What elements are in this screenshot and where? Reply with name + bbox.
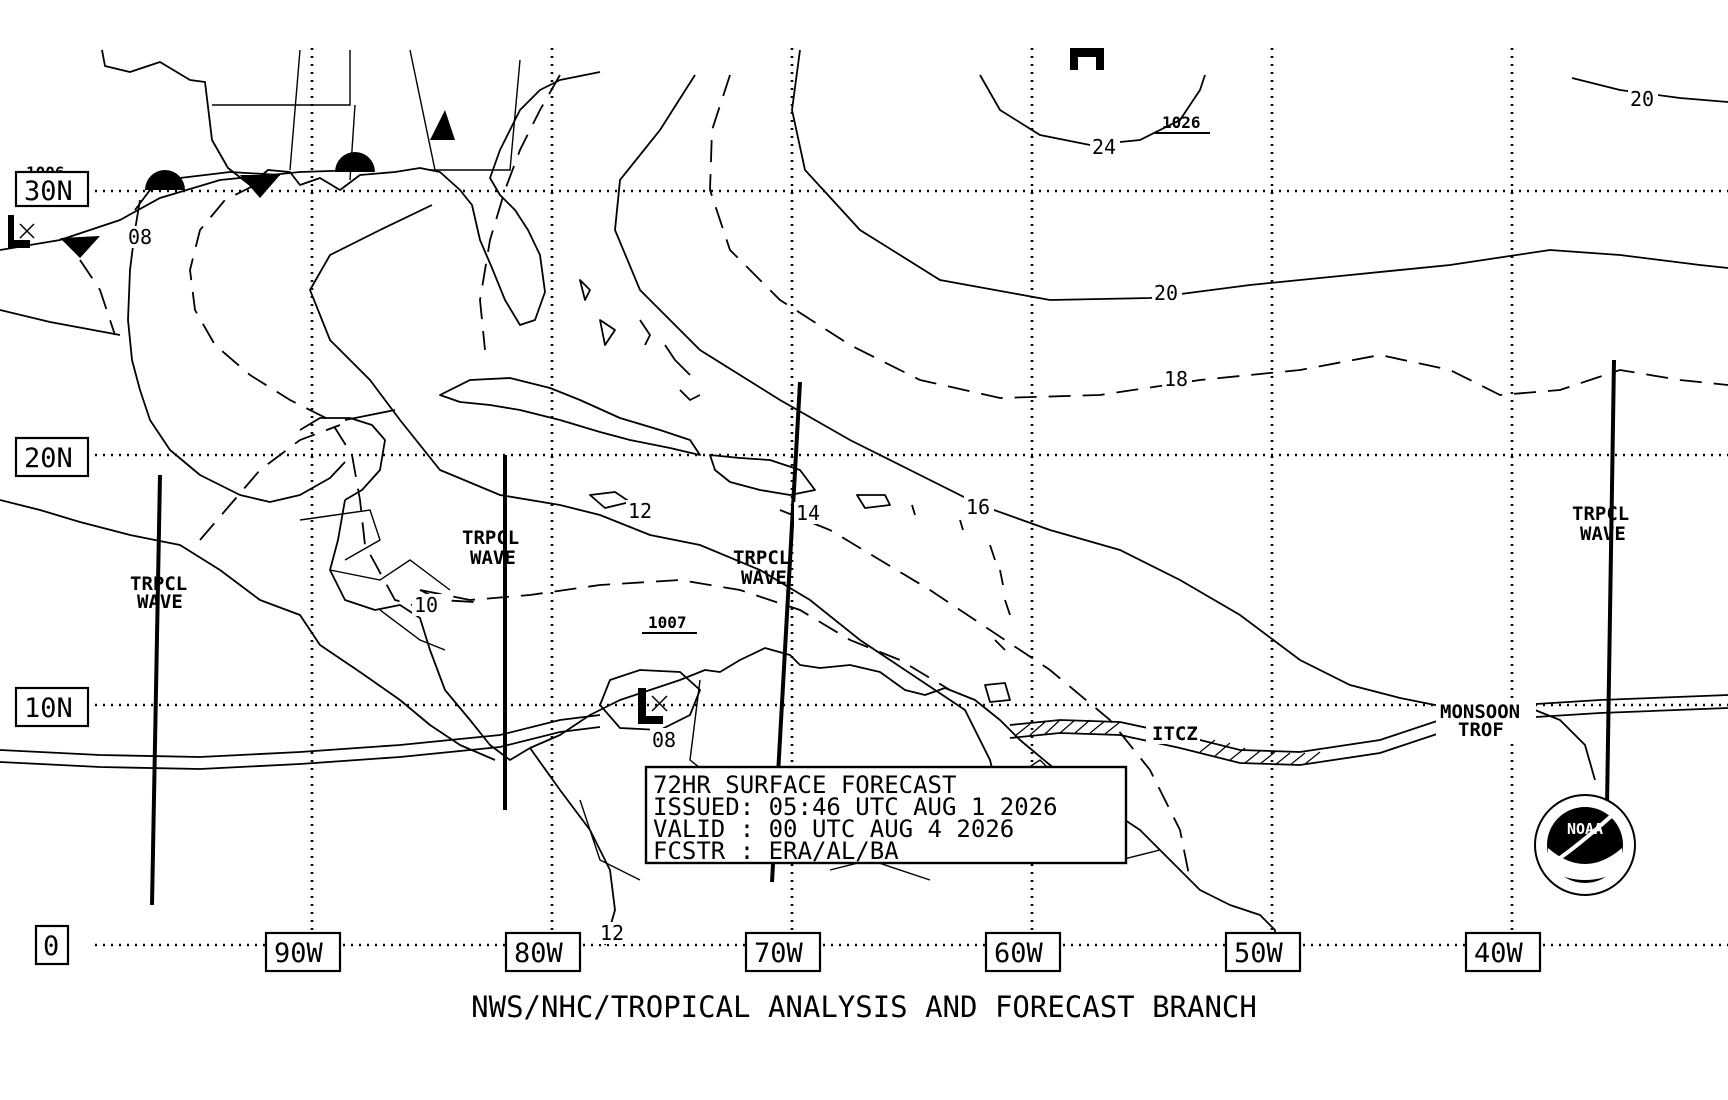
- lat-label-10n: 10N: [24, 693, 73, 724]
- feature-labels: TRPCL WAVE TRPCL WAVE TRPCL WAVE TRPCL W…: [130, 503, 1629, 745]
- noaa-logo-text: NOAA: [1567, 820, 1603, 838]
- itcz-trough: [0, 694, 1728, 781]
- lat-label-20n: 20N: [24, 443, 73, 474]
- isobar-labels: 08 08 10 12 12 14 16 18 20 20 24: [126, 87, 1658, 945]
- high-center-atlantic: [1070, 48, 1104, 70]
- lon-label-80w: 80W: [514, 938, 564, 969]
- footer-agency: NWS/NHC/TROPICAL ANALYSIS AND FORECAST B…: [471, 990, 1257, 1024]
- lon-label-70w: 70W: [754, 938, 804, 969]
- isobar-label-18: 18: [1164, 367, 1188, 391]
- isobar-label-24: 24: [1092, 135, 1116, 159]
- forecast-info-box: 72HR SURFACE FORECAST ISSUED: 05:46 UTC …: [644, 765, 1128, 865]
- lat-lon-grid: [95, 48, 1728, 947]
- isobar-label-14: 14: [796, 501, 820, 525]
- low-center-caribbean: [638, 688, 668, 724]
- tropical-wave-axis-1: [150, 474, 162, 906]
- lat-label-30n: 30N: [24, 176, 73, 207]
- stationary-front: [0, 110, 455, 541]
- isobar-label-12-caribbean: 12: [628, 499, 652, 523]
- low-center-texas: [8, 215, 35, 248]
- forecast-title: 72HR SURFACE FORECAST: [653, 771, 956, 799]
- isobar-label-08-north: 08: [128, 225, 152, 249]
- latitude-labels: 30N 20N 10N 0: [14, 170, 90, 966]
- isobar-label-12-south: 12: [600, 921, 624, 945]
- longitude-labels: 90W 80W 70W 60W 50W 40W: [264, 931, 1542, 973]
- lon-label-40w: 40W: [1474, 938, 1524, 969]
- isobar-label-16: 16: [966, 495, 990, 519]
- wave-label-3-line1: TRPCL: [733, 547, 790, 569]
- wave-label-1-line1: TRPCL: [130, 573, 187, 595]
- tropical-wave-axis-4: [1605, 359, 1616, 806]
- pressure-value-1007: 1007: [648, 613, 687, 632]
- forecast-forecaster: FCSTR : ERA/AL/BA: [653, 837, 899, 865]
- isobar-label-08-south: 08: [652, 728, 676, 752]
- lon-label-60w: 60W: [994, 938, 1044, 969]
- pressure-value-1026: 1026: [1162, 113, 1201, 132]
- noaa-logo: NOAA: [1534, 794, 1636, 896]
- forecast-valid: VALID : 00 UTC AUG 4 2026: [653, 815, 1014, 843]
- monsoon-label-line1: MONSOON: [1440, 701, 1520, 723]
- coastlines: [0, 49, 1276, 960]
- wave-label-2-line2: WAVE: [470, 547, 516, 569]
- lon-label-90w: 90W: [274, 938, 324, 969]
- lat-label-0: 0: [43, 931, 59, 962]
- forecast-issued: ISSUED: 05:46 UTC AUG 1 2026: [653, 793, 1058, 821]
- wave-label-4-line1: TRPCL: [1572, 503, 1629, 525]
- itcz-label: ITCZ: [1152, 723, 1198, 745]
- isobar-label-20-central: 20: [1154, 281, 1178, 305]
- isobar-label-20-east: 20: [1630, 87, 1654, 111]
- monsoon-label-line2: TROF: [1458, 719, 1504, 741]
- wave-label-3-line2: WAVE: [741, 567, 787, 589]
- wave-label-2-line1: TRPCL: [462, 527, 519, 549]
- lon-label-50w: 50W: [1234, 938, 1284, 969]
- pressure-centers: 1006 1007 1026: [8, 48, 1210, 724]
- isobar-label-10: 10: [414, 593, 438, 617]
- wave-label-1-line2: WAVE: [137, 591, 183, 613]
- wave-label-4-line2: WAVE: [1580, 523, 1626, 545]
